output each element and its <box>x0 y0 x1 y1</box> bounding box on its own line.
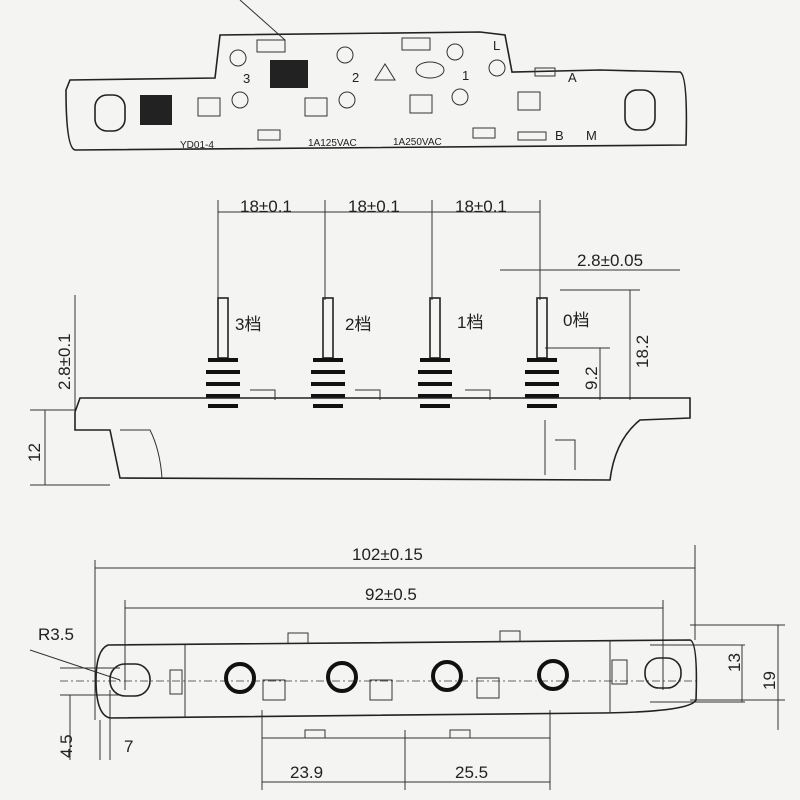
bottom-view: 102±0.15 92±0.5 R3.5 13 19 4.5 7 23.9 25… <box>29 545 785 790</box>
pos-2-label: 2 <box>352 70 359 85</box>
M-label: M <box>586 128 597 143</box>
body-height-dim: 12 <box>25 443 44 462</box>
pin-height-dim: 18.2 <box>633 335 652 368</box>
pitch-dim-3: 18±0.1 <box>455 197 507 216</box>
top-view: 3 2 1 L A B M YD01-4 1A125VAC 1A250VAC <box>65 0 688 151</box>
pitch-dim-2: 18±0.1 <box>348 197 400 216</box>
pin-thickness-dim: 2.8±0.1 <box>55 333 74 390</box>
pin-label-0: 0档 <box>563 311 589 330</box>
logo <box>140 95 172 125</box>
left-hole <box>94 94 126 132</box>
L-label: L <box>493 38 500 53</box>
side-view: 18±0.1 18±0.1 18±0.1 2.8±0.05 18.2 9.2 2… <box>25 197 691 486</box>
pin-label-1: 1档 <box>457 313 483 332</box>
warning-icon <box>374 63 396 81</box>
edge-offset-dim: 7 <box>124 737 133 756</box>
slot-offset-dim: 4.5 <box>57 734 76 758</box>
cert-mark <box>270 60 308 88</box>
bottom-details <box>169 630 628 739</box>
bottom-outline <box>95 639 698 719</box>
pos-3-label: 3 <box>243 71 250 86</box>
ccc-mark-icon <box>415 61 445 79</box>
rating-250-label: 1A250VAC <box>393 137 442 148</box>
top-outline <box>65 31 688 151</box>
pin-label-3: 3档 <box>235 315 261 334</box>
side-body-details <box>120 389 576 479</box>
pos-1-label: 1 <box>462 68 469 83</box>
overall-length-dim: 102±0.15 <box>352 545 423 564</box>
spring-height-dim: 9.2 <box>582 366 601 390</box>
pins <box>206 297 559 408</box>
hole-pitch-dim: 92±0.5 <box>365 585 417 604</box>
rating-125-label: 1A125VAC <box>308 138 357 149</box>
right-slot <box>644 657 682 689</box>
dim-25-5: 25.5 <box>455 763 488 782</box>
radius-dim: R3.5 <box>38 625 74 644</box>
model-label: YD01-4 <box>180 140 214 151</box>
A-label: A <box>568 70 577 85</box>
terminals <box>224 659 569 694</box>
outer-width-dim: 19 <box>760 671 779 690</box>
dim-23-9: 23.9 <box>290 763 323 782</box>
side-body-outline <box>74 397 691 481</box>
pin-label-2: 2档 <box>345 315 371 334</box>
right-hole <box>624 89 656 131</box>
pitch-dim-1: 18±0.1 <box>240 197 292 216</box>
pin-width-dim: 2.8±0.05 <box>577 251 643 270</box>
leader-line <box>239 0 286 41</box>
B-label: B <box>555 128 564 143</box>
inner-width-dim: 13 <box>725 653 744 672</box>
left-slot <box>109 663 151 697</box>
